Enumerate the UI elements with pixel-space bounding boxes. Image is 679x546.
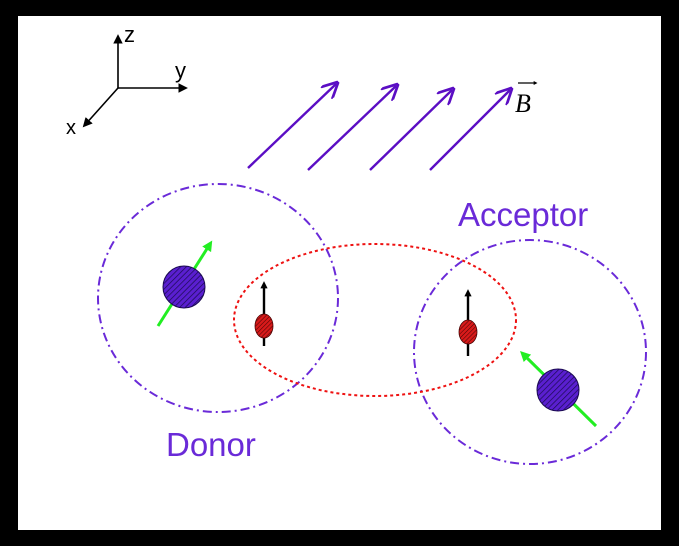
z-axis-label: z	[124, 22, 135, 47]
x-axis-label: x	[66, 117, 76, 139]
field-label-text: B	[515, 89, 531, 118]
donor-electron-icon	[255, 314, 273, 338]
acceptor-electron-icon	[459, 320, 477, 344]
acceptor-label: Acceptor	[458, 196, 588, 233]
donor-nucleus-icon	[163, 266, 205, 308]
y-axis-label: y	[175, 58, 186, 83]
acceptor-nucleus-icon	[537, 369, 579, 411]
donor-label: Donor	[166, 426, 256, 463]
